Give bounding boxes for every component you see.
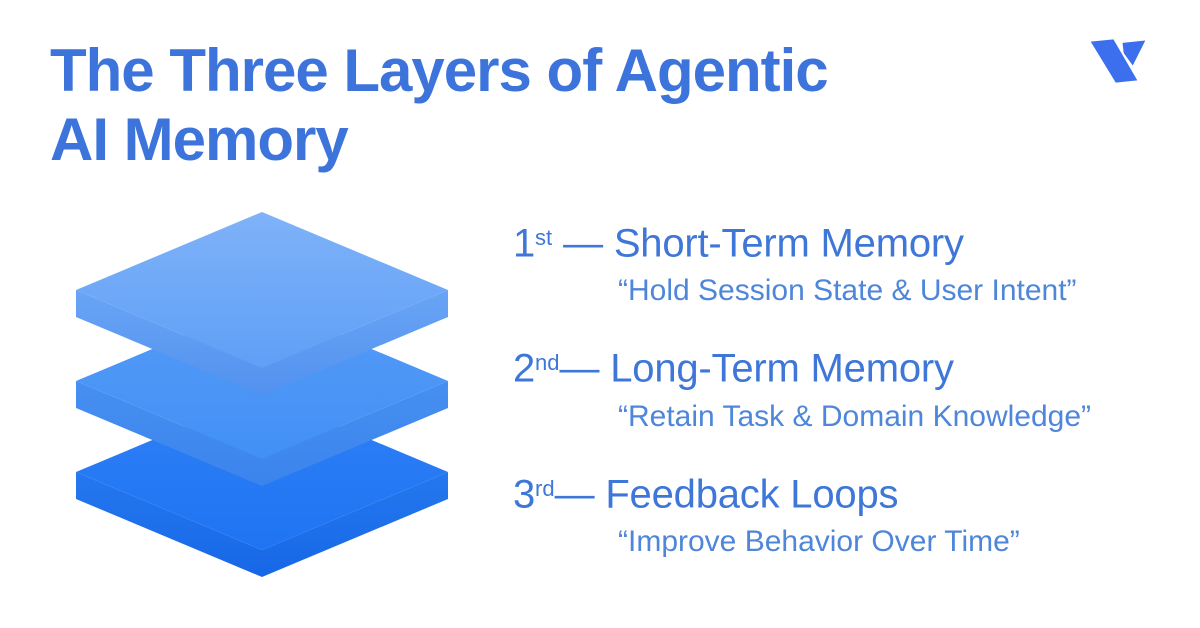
layer-top-right-face <box>262 290 448 395</box>
logo-left-stroke <box>1090 39 1138 83</box>
item-heading: 3rd— Feedback Loops <box>513 465 1173 518</box>
item-heading-text: Short-Term Memory <box>613 221 964 266</box>
item-heading-text: Long-Term Memory <box>610 346 954 391</box>
item-ordinal: 2 <box>513 346 536 391</box>
list-item-short-term-memory: 1st — Short-Term Memory “Hold Session St… <box>513 214 1173 311</box>
item-separator: — <box>559 346 611 391</box>
item-ordinal-suffix: rd <box>535 475 555 501</box>
layer-top-top-face <box>76 212 448 368</box>
item-quote: “Hold Session State & User Intent” <box>618 274 1077 308</box>
layer-bottom-right-face <box>262 472 448 577</box>
layer-top-left-face <box>76 290 262 395</box>
layer-middle-left-face <box>76 381 262 486</box>
layers-stack-illustration <box>76 212 448 577</box>
layer-bottom-left-face <box>76 472 262 577</box>
list-item-feedback-loops: 3rd— Feedback Loops “Improve Behavior Ov… <box>513 465 1173 562</box>
list-item-long-term-memory: 2nd— Long-Term Memory “Retain Task & Dom… <box>513 339 1173 436</box>
item-ordinal: 1 <box>513 221 536 266</box>
item-heading: 1st — Short-Term Memory <box>513 214 1173 267</box>
item-ordinal: 3 <box>513 472 536 517</box>
layer-middle-right-face <box>262 381 448 486</box>
logo-right-stroke <box>1122 40 1146 66</box>
item-heading-text: Feedback Loops <box>605 472 899 517</box>
item-heading: 2nd— Long-Term Memory <box>513 339 1173 392</box>
memory-layers-list: 1st — Short-Term Memory “Hold Session St… <box>513 214 1173 590</box>
brand-v-logo-icon <box>1090 39 1146 83</box>
item-quote: “Retain Task & Domain Knowledge” <box>618 399 1092 433</box>
item-separator: — <box>552 221 614 266</box>
item-ordinal-suffix: nd <box>535 350 560 376</box>
item-ordinal-suffix: st <box>535 225 553 250</box>
item-quote: “Improve Behavior Over Time” <box>618 525 1020 559</box>
page-title: The Three Layers of Agentic AI Memory <box>50 37 829 173</box>
item-separator: — <box>554 472 606 517</box>
layer-top <box>76 212 448 395</box>
